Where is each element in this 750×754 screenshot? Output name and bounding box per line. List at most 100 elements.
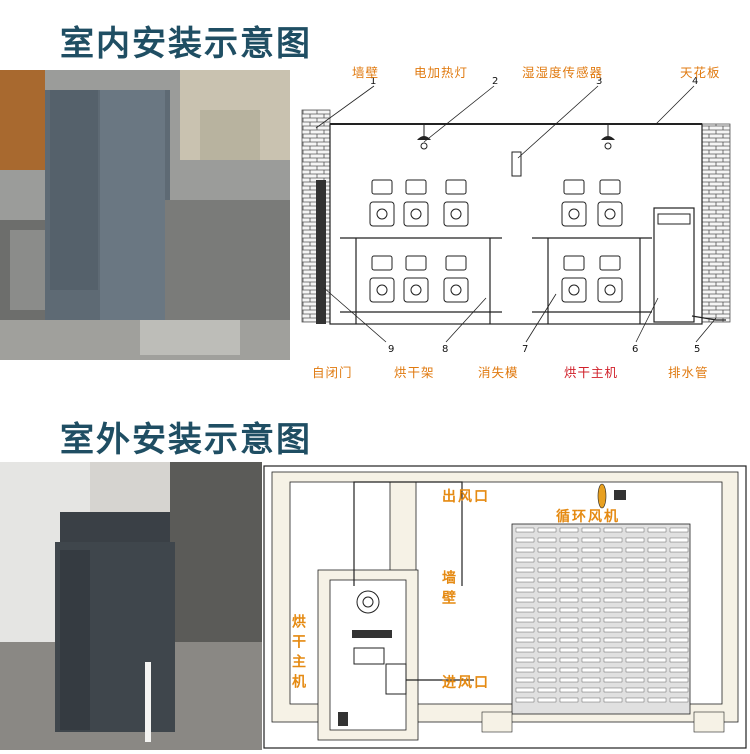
drying-tray [581,617,601,623]
drying-tray [515,677,535,683]
number-6: 6 [632,344,638,355]
drying-tray [647,617,667,623]
drying-tray [581,647,601,653]
drying-tray [647,567,667,573]
drying-tray [559,617,579,623]
drying-tray [647,697,667,703]
drying-tray [603,647,623,653]
drying-tray [515,697,535,703]
outdoor-installation-photo [0,462,262,750]
drying-tray [603,637,623,643]
dryer-host-unit [653,207,695,323]
label-drain-pipe: 排水管 [668,365,709,380]
drying-tray [537,537,557,543]
drying-tray [581,557,601,563]
drying-tray [625,617,645,623]
drying-tray [669,547,689,553]
drying-tray [625,637,645,643]
drying-tray [669,637,689,643]
drain-pipe [691,315,726,321]
drying-tray [515,617,535,623]
drying-tray [581,627,601,633]
drying-tray [581,657,601,663]
drying-tray [559,677,579,683]
drying-tray [647,557,667,563]
drying-tray [537,587,557,593]
drying-tray [647,577,667,583]
number-2: 2 [492,76,498,87]
label-circulation-fan: 循环风机 [556,509,620,525]
drying-tray [625,667,645,673]
drying-rack-right [532,237,652,324]
drying-rack-left [340,237,502,324]
right-brick-wall [701,123,731,323]
drying-tray [537,527,557,533]
drying-tray [581,577,601,583]
drying-tray [669,667,689,673]
label-lost-foam: 消失模 [478,365,519,380]
drying-tray [581,677,601,683]
drying-tray [559,647,579,653]
drying-tray [559,657,579,663]
drying-tray [559,697,579,703]
drying-tray [647,547,667,553]
drying-tray [603,667,623,673]
drying-tray [581,667,601,673]
drying-tray [559,587,579,593]
drying-tray [647,677,667,683]
drying-tray [581,587,601,593]
drying-tray [515,587,535,593]
heating-lamp-right [601,124,615,150]
drying-tray [515,557,535,563]
drying-tray [581,697,601,703]
heating-lamp-left [417,124,431,150]
self-closing-door [316,180,326,324]
drying-tray [669,687,689,693]
drying-tray [669,537,689,543]
number-4: 4 [692,76,698,87]
drying-tray [669,597,689,603]
drying-tray [559,557,579,563]
drying-tray [647,587,667,593]
drying-tray [559,607,579,613]
drying-tray [669,557,689,563]
drying-tray [625,577,645,583]
drying-tray [625,557,645,563]
drying-tray [603,697,623,703]
drying-tray [581,547,601,553]
drying-tray [537,617,557,623]
drying-tray [537,657,557,663]
drying-tray [603,577,623,583]
drying-tray [515,667,535,673]
drying-tray [537,637,557,643]
drying-tray [515,647,535,653]
drying-tray [537,677,557,683]
drying-tray [625,627,645,633]
drying-tray [603,627,623,633]
number-3: 3 [596,76,602,87]
drying-tray [537,687,557,693]
drying-tray [669,607,689,613]
drying-tray [625,697,645,703]
drying-tray [669,587,689,593]
drying-tray [537,557,557,563]
drying-tray [559,687,579,693]
drying-tray [515,687,535,693]
drying-tray [515,607,535,613]
drying-tray [537,597,557,603]
drying-tray [581,567,601,573]
drying-tray [515,657,535,663]
drying-tray [537,607,557,613]
drying-tray [647,687,667,693]
drying-tray [603,677,623,683]
label-air-inlet: 进风口 [442,675,490,691]
drying-tray [603,657,623,663]
drying-tray [647,597,667,603]
label-humidity-sensor: 湿湿度传感器 [522,65,604,80]
label-wall: 墙壁 [352,65,380,80]
label-ceiling: 天花板 [680,65,721,80]
drying-tray [515,637,535,643]
drying-tray [603,597,623,603]
drying-tray [581,527,601,533]
drying-tray [669,697,689,703]
